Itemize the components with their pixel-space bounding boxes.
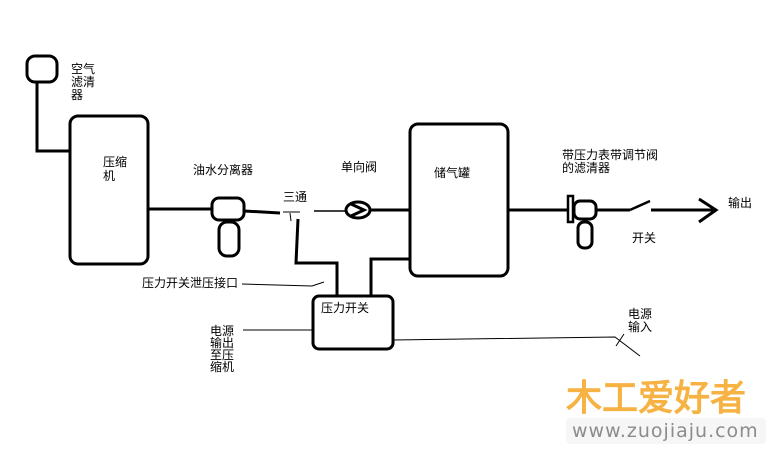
power-input-label: 电源 输入: [628, 307, 656, 334]
oil-water-separator-bowl: [217, 220, 241, 258]
power-input-tick: [615, 333, 625, 347]
tee-side: [289, 212, 292, 222]
switch-label: 开关: [632, 231, 656, 245]
regulator-filter-label: 带压力表带调节阀 的滤清器: [562, 148, 662, 175]
oil-water-separator-head: [210, 196, 246, 222]
pressure-switch-label: 压力开关: [321, 301, 369, 315]
tank-label: 储气罐: [434, 165, 470, 180]
air-filter-label: 空气 滤清 器: [71, 61, 99, 102]
pipe-tee-pressure-switch: [294, 218, 339, 296]
air-filter-pipe: [35, 82, 70, 153]
air-filter-shape: [25, 54, 59, 84]
watermark-url-bg: [566, 418, 766, 444]
switch-blade: [629, 199, 651, 212]
pipe-tank-pressure-switch: [369, 257, 410, 296]
output-label: 输出: [728, 195, 752, 210]
tee-label: 三通: [283, 190, 307, 204]
power-output-label: 电源 输出 至压 缩机: [210, 324, 238, 374]
check-valve-label: 单向阀: [341, 159, 377, 174]
pressure-switch-vent-label: 压力开关泄压接口: [142, 275, 238, 290]
pressure-switch-shape: [311, 294, 395, 351]
output-arrowhead: [698, 197, 719, 224]
check-valve-arrow: [350, 202, 368, 218]
regulator-gauge: [566, 194, 575, 224]
regulator-head: [572, 199, 598, 221]
regulator-bowl: [576, 220, 594, 250]
compressor-shape: [68, 114, 150, 266]
tank-shape: [408, 122, 510, 278]
watermark: 木工爱好者 www.zuojiaju.com: [566, 378, 766, 444]
pipe-separator-tee: [243, 209, 281, 215]
vent-pointer: [241, 281, 325, 287]
compressor-label: 压缩 机: [103, 154, 131, 183]
watermark-logo: 木工爱好者: [566, 378, 746, 419]
power-input-line: [392, 336, 641, 357]
watermark-url: www.zuojiaju.com: [572, 420, 759, 442]
oil-water-separator-label: 油水分离器: [193, 162, 253, 177]
